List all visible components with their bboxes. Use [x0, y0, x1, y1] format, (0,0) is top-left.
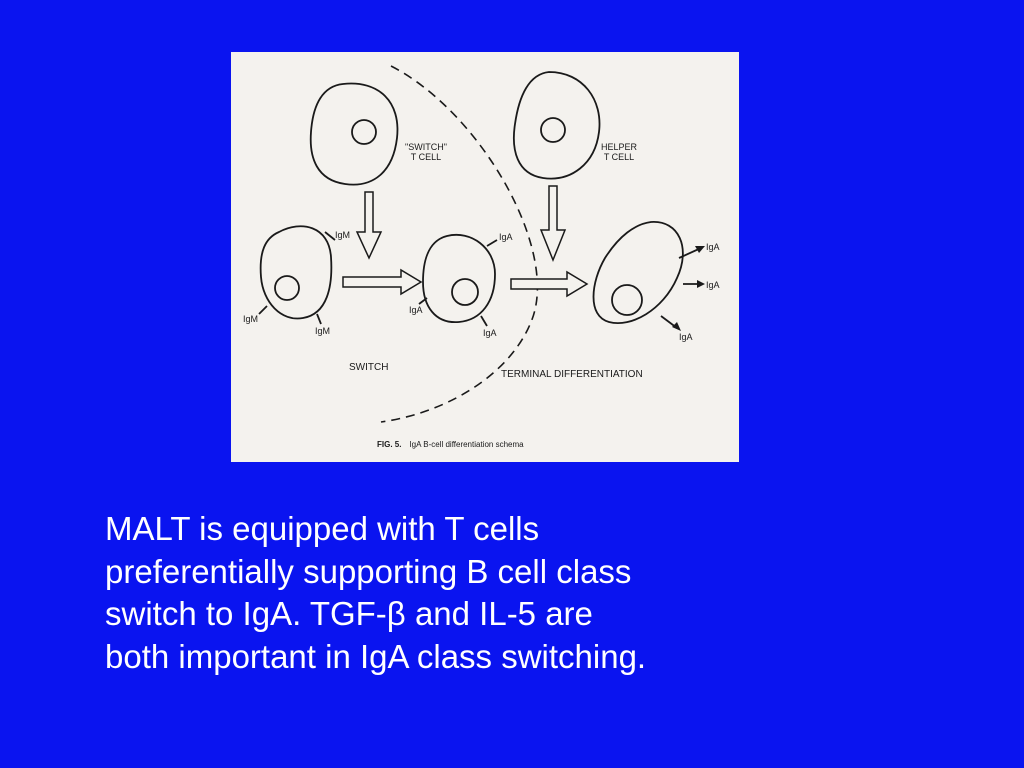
b-cell-igm-nucleus — [274, 275, 300, 301]
b-cell-iga-label-left: IgA — [409, 305, 423, 315]
b-cell-igm — [259, 225, 333, 320]
figure-number: FIG. 5. — [377, 440, 402, 449]
helper-t-cell-label-line-2: T CELL — [603, 152, 635, 162]
b-cell-igm-label-top: IgM — [335, 230, 351, 240]
b-cell-iga-label-bottom: IgA — [483, 328, 497, 338]
switch-t-cell-label-line-2: T CELL — [410, 152, 442, 162]
plasma-cell-label-top: IgA — [706, 242, 720, 252]
helper-t-cell-nucleus — [540, 117, 566, 143]
schema-drawing — [258, 65, 705, 423]
plasma-cell-label-middle: IgA — [706, 280, 720, 290]
body-line-2: preferentially supporting B cell class — [105, 552, 632, 590]
helper-t-cell-label-line-1: HELPER — [601, 142, 638, 152]
body-line-3: switch to IgA. TGF-β and IL-5 are — [105, 595, 593, 632]
b-cell-igm-label-left: IgM — [243, 314, 259, 324]
switch-t-cell-label: "SWITCH" T CELL — [405, 142, 447, 162]
arrow-helper-t-to-plasma — [539, 185, 567, 263]
switch-t-cell — [309, 82, 399, 186]
slide-body-text: MALT is equipped with T cells preferenti… — [105, 508, 985, 678]
iga-differentiation-figure: "SWITCH" T CELL HELPER T CELL IgM IgM Ig… — [231, 52, 739, 462]
helper-t-cell — [513, 71, 601, 180]
plasma-cell-label-bottom: IgA — [679, 332, 693, 342]
b-cell-iga-label-top: IgA — [499, 232, 513, 242]
b-cell-igm-label-bottom: IgM — [315, 326, 331, 336]
arrow-b2-to-plasma — [510, 270, 589, 298]
switch-t-cell-nucleus — [351, 119, 377, 145]
terminal-differentiation-label: TERMINAL DIFFERENTIATION — [501, 369, 643, 380]
body-line-4: both important in IgA class switching. — [105, 637, 647, 675]
switch-t-cell-label-line-1: "SWITCH" — [405, 142, 447, 152]
dashed-boundary — [380, 65, 539, 423]
body-line-1: MALT is equipped with T cells — [105, 510, 540, 547]
plasma-cell — [592, 221, 684, 324]
helper-t-cell-label: HELPER T CELL — [601, 142, 637, 162]
figure-caption-text: IgA B-cell differentiation schema — [409, 440, 524, 449]
b-cell-iga — [422, 233, 496, 323]
figure-caption: FIG. 5. IgA B-cell differentiation schema — [377, 440, 524, 449]
switch-label: SWITCH — [349, 362, 389, 373]
arrow-b1-to-b2 — [342, 268, 423, 296]
arrow-switch-t-to-b — [355, 191, 383, 260]
plasma-cell-nucleus — [611, 284, 643, 316]
b-cell-iga-nucleus — [451, 278, 479, 306]
